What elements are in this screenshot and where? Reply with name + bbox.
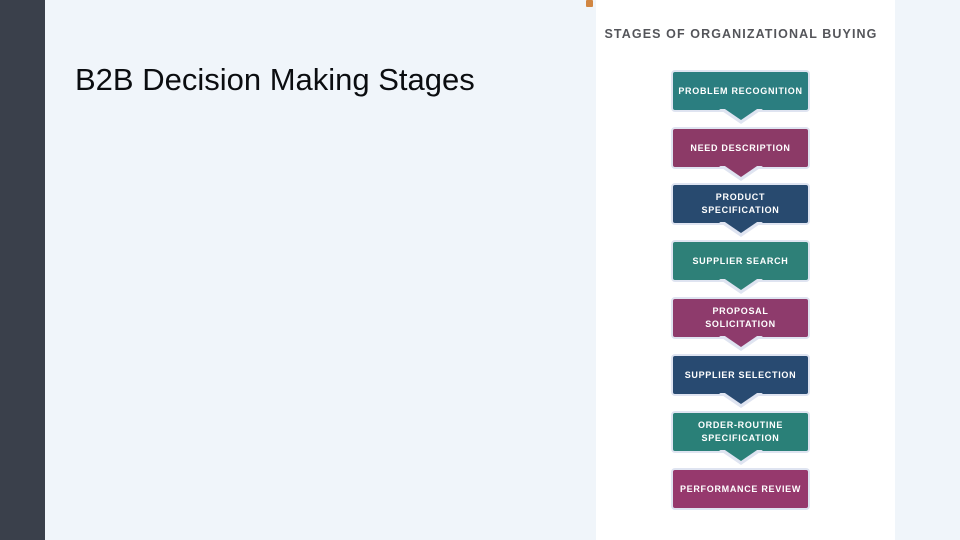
arrow-down-icon <box>721 277 760 290</box>
sidebar-accent-bar <box>0 0 45 540</box>
stage-label: SUPPLIER SELECTION <box>684 369 797 380</box>
arrow-down-icon <box>721 448 760 461</box>
stage-label: ORDER-ROUTINE SPECIFICATION <box>697 420 784 443</box>
stage-box: ORDER-ROUTINE SPECIFICATION <box>671 411 810 465</box>
stage-label: SUPPLIER SEARCH <box>692 255 789 266</box>
stage-label: PROPOSAL SOLICITATION <box>705 306 776 329</box>
stage-label: PERFORMANCE REVIEW <box>679 483 802 494</box>
stage-label: PRODUCT SPECIFICATION <box>701 192 780 215</box>
stage-label: PROBLEM RECOGNITION <box>678 85 803 96</box>
stage-box: PERFORMANCE REVIEW <box>671 468 810 510</box>
arrow-down-icon <box>721 107 760 120</box>
diagram-panel: STAGES OF ORGANIZATIONAL BUYING PROBLEM … <box>596 0 895 540</box>
arrow-down-icon <box>721 391 760 404</box>
stage-label: NEED DESCRIPTION <box>690 142 791 153</box>
cursor-artifact-mark <box>586 0 593 7</box>
arrow-down-icon <box>721 164 760 177</box>
arrow-down-icon <box>721 220 760 233</box>
stage-box: NEED DESCRIPTION <box>671 127 810 181</box>
stage-box: PROPOSAL SOLICITATION <box>671 297 810 351</box>
stage-box: SUPPLIER SELECTION <box>671 354 810 408</box>
stage-box: PRODUCT SPECIFICATION <box>671 183 810 237</box>
arrow-down-icon <box>721 334 760 347</box>
slide-title: B2B Decision Making Stages <box>75 62 475 97</box>
stage-box: PROBLEM RECOGNITION <box>671 70 810 124</box>
stage-box: SUPPLIER SEARCH <box>671 240 810 294</box>
diagram-header: STAGES OF ORGANIZATIONAL BUYING <box>604 27 878 41</box>
